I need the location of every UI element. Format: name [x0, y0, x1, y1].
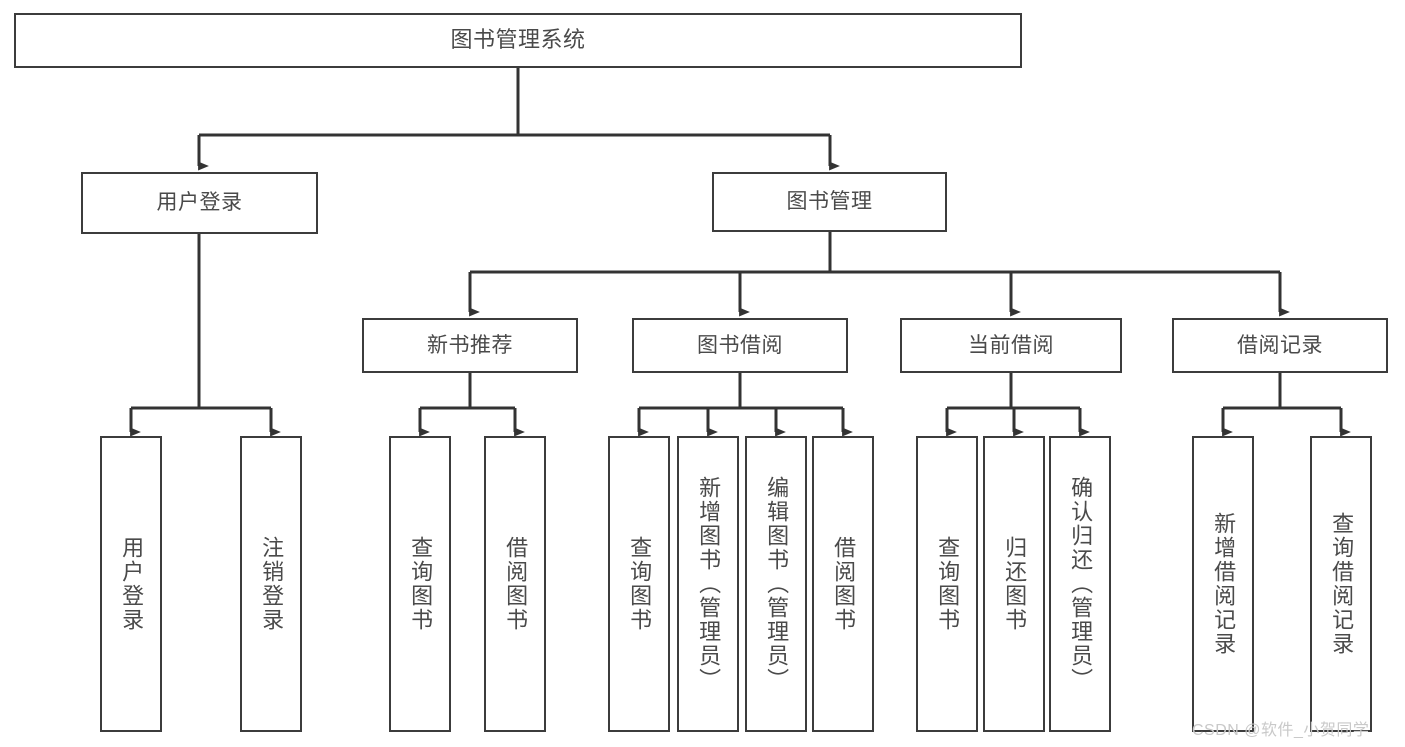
- node-current-borrow[interactable]: 当前借阅: [900, 318, 1122, 373]
- node-leaf-return-book[interactable]: 归还图书: [983, 436, 1045, 732]
- node-leaf-query-book-2[interactable]: 查询图书: [608, 436, 670, 732]
- node-user-login[interactable]: 用户登录: [81, 172, 318, 234]
- csdn-watermark: CSDN @软件_小贺同学: [1192, 722, 1370, 739]
- node-leaf-query-record[interactable]: 查询借阅记录: [1310, 436, 1372, 732]
- node-leaf-borrow-book-1[interactable]: 借阅图书: [484, 436, 546, 732]
- node-leaf-user-login[interactable]: 用户登录: [100, 436, 162, 732]
- node-leaf-add-record[interactable]: 新增借阅记录: [1192, 436, 1254, 732]
- node-leaf-logout[interactable]: 注销登录: [240, 436, 302, 732]
- node-leaf-add-book[interactable]: 新增图书（管理员）: [677, 436, 739, 732]
- node-book-borrow[interactable]: 图书借阅: [632, 318, 848, 373]
- node-leaf-query-book-1[interactable]: 查询图书: [389, 436, 451, 732]
- node-root[interactable]: 图书管理系统: [14, 13, 1022, 68]
- node-new-book-recommend[interactable]: 新书推荐: [362, 318, 578, 373]
- node-leaf-edit-book[interactable]: 编辑图书（管理员）: [745, 436, 807, 732]
- node-leaf-confirm-return[interactable]: 确认归还（管理员）: [1049, 436, 1111, 732]
- node-leaf-query-book-3[interactable]: 查询图书: [916, 436, 978, 732]
- node-leaf-borrow-book-2[interactable]: 借阅图书: [812, 436, 874, 732]
- node-borrow-record[interactable]: 借阅记录: [1172, 318, 1388, 373]
- node-book-manage[interactable]: 图书管理: [712, 172, 947, 232]
